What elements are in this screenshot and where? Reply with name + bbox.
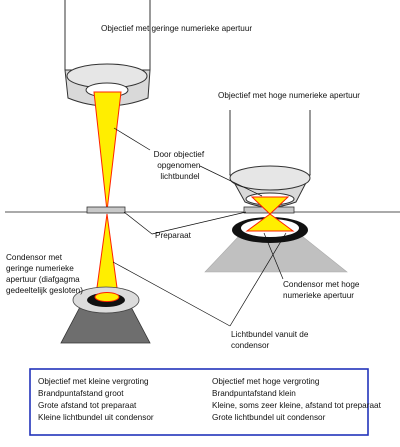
low-na-objective-beam xyxy=(93,91,122,212)
low-na-objective-label: Objectief met geringe numerieke apertuur xyxy=(101,24,252,33)
comparison-high-magnification: Objectief met hoge vergroting Brandpunta… xyxy=(212,377,383,422)
low-na-condenser xyxy=(60,286,151,344)
high-na-objective xyxy=(229,110,311,208)
comparison-low-magnification: Objectief met kleine vergroting Brandpun… xyxy=(38,377,154,422)
low-na-condenser-beam xyxy=(95,213,119,296)
leader-lines xyxy=(112,127,287,327)
condenser-beam-label: Lichtbundel vanuit de condensor xyxy=(231,330,311,350)
high-na-condenser-beam xyxy=(245,213,295,232)
low-na-objective xyxy=(64,0,151,107)
comparison-box xyxy=(29,368,369,436)
high-na-condenser-label: Condensor met hoge numerieke apertuur xyxy=(283,280,362,300)
low-na-specimen xyxy=(86,206,126,214)
collected-beam-label: Door objectief opgenomen lichtbundel xyxy=(154,150,207,181)
low-na-condenser-label: Condensor met geringe numerieke apertuur… xyxy=(6,253,83,295)
specimen-label: Preparaat xyxy=(155,231,192,240)
high-na-objective-label: Objectief met hoge numerieke apertuur xyxy=(218,91,360,100)
high-na-objective-beam xyxy=(250,196,290,215)
